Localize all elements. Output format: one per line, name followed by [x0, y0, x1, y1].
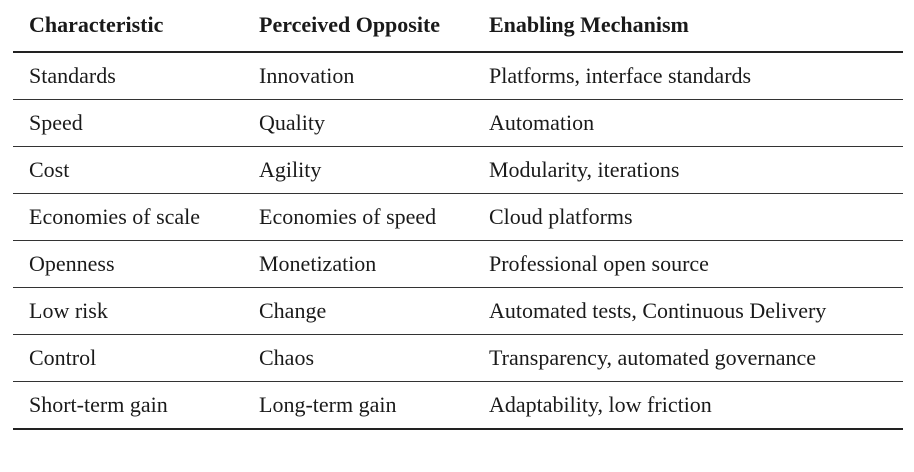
cell-characteristic: Low risk [29, 298, 108, 323]
cell-characteristic: Control [29, 345, 97, 370]
cell-enabling-mechanism: Modularity, iterations [489, 157, 680, 182]
header-row: Characteristic Perceived Opposite Enabli… [13, 0, 903, 52]
cell-enabling-mechanism: Platforms, interface standards [489, 63, 752, 88]
header-enabling-mechanism: Enabling Mechanism [489, 12, 689, 37]
cell-enabling-mechanism: Transparency, automated governance [489, 345, 817, 370]
header-characteristic: Characteristic [29, 12, 164, 37]
cell-enabling-mechanism: Automated tests, Continuous Delivery [489, 298, 827, 323]
cell-characteristic: Cost [29, 157, 70, 182]
cell-perceived-opposite: Long-term gain [259, 392, 397, 417]
table-row: Short-term gain Long-term gain Adaptabil… [13, 382, 903, 429]
cell-perceived-opposite: Quality [259, 110, 325, 135]
cell-enabling-mechanism: Cloud platforms [489, 204, 633, 229]
table-row: Standards Innovation Platforms, interfac… [13, 52, 903, 100]
header-perceived-opposite: Perceived Opposite [259, 12, 441, 37]
comparison-table: Characteristic Perceived Opposite Enabli… [13, 0, 903, 430]
cell-characteristic: Short-term gain [29, 392, 168, 417]
table-row: Speed Quality Automation [13, 100, 903, 147]
cell-perceived-opposite: Monetization [259, 251, 377, 276]
cell-perceived-opposite: Agility [259, 157, 322, 182]
table-row: Cost Agility Modularity, iterations [13, 147, 903, 194]
cell-enabling-mechanism: Professional open source [489, 251, 709, 276]
cell-characteristic: Economies of scale [29, 204, 201, 229]
cell-characteristic: Speed [29, 110, 83, 135]
cell-characteristic: Openness [29, 251, 115, 276]
cell-enabling-mechanism: Adaptability, low friction [489, 392, 712, 417]
cell-perceived-opposite: Chaos [259, 345, 314, 370]
table-row: Low risk Change Automated tests, Continu… [13, 288, 903, 335]
cell-perceived-opposite: Innovation [259, 63, 355, 88]
table-row: Economies of scale Economies of speed Cl… [13, 194, 903, 241]
table-body: Standards Innovation Platforms, interfac… [13, 52, 903, 429]
table-row: Openness Monetization Professional open … [13, 241, 903, 288]
cell-perceived-opposite: Change [259, 298, 327, 323]
cell-characteristic: Standards [29, 63, 116, 88]
cell-enabling-mechanism: Automation [489, 110, 595, 135]
table-header: Characteristic Perceived Opposite Enabli… [13, 0, 903, 52]
cell-perceived-opposite: Economies of speed [259, 204, 437, 229]
comparison-table-container: Characteristic Perceived Opposite Enabli… [13, 0, 903, 430]
table-row: Control Chaos Transparency, automated go… [13, 335, 903, 382]
